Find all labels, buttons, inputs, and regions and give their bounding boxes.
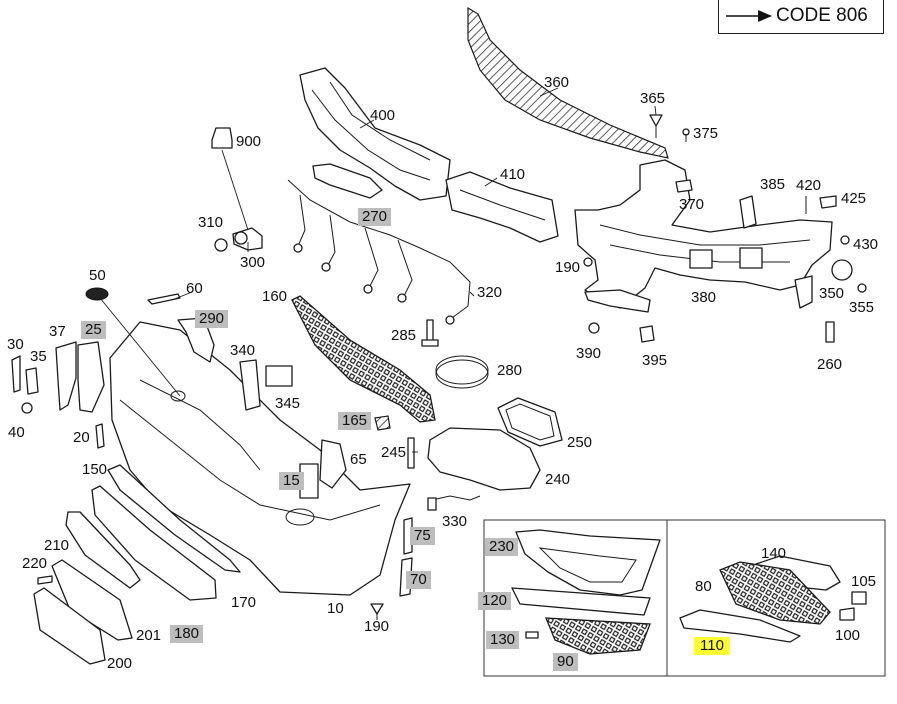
label-100: 100 — [835, 627, 861, 644]
arrow-right-icon — [726, 10, 772, 22]
part-285-clip — [421, 319, 439, 347]
label-345: 345 — [275, 395, 301, 412]
label-200: 200 — [107, 655, 133, 672]
part-320-harness — [287, 179, 471, 325]
part-360-upper-bracket — [467, 6, 669, 159]
part-250-frame — [497, 397, 563, 447]
part-280-hose — [435, 355, 489, 389]
label-170: 170 — [231, 594, 257, 611]
label-30: 30 — [7, 336, 24, 353]
label-90: 90 — [553, 653, 578, 671]
label-75: 75 — [410, 527, 435, 545]
label-70: 70 — [406, 571, 431, 589]
label-180: 180 — [170, 625, 204, 643]
mid-small-parts — [299, 415, 415, 499]
label-245: 245 — [381, 444, 407, 461]
label-300: 300 — [240, 254, 266, 271]
label-375: 375 — [693, 125, 719, 142]
small-fasteners — [583, 114, 867, 343]
label-320: 320 — [477, 284, 503, 301]
label-250: 250 — [567, 434, 593, 451]
code-806-box: CODE 806 — [718, 0, 884, 34]
label-425: 425 — [841, 190, 867, 207]
label-270: 270 — [358, 208, 392, 226]
part-310-ring — [214, 238, 228, 252]
label-210: 210 — [44, 537, 70, 554]
label-385: 385 — [760, 176, 786, 193]
label-120: 120 — [478, 592, 512, 610]
lower-strips — [33, 464, 241, 665]
code-806-label: CODE 806 — [776, 5, 868, 26]
label-280: 280 — [497, 362, 523, 379]
label-160: 160 — [262, 288, 288, 305]
label-360: 360 — [544, 74, 570, 91]
label-15: 15 — [279, 472, 304, 490]
label-350: 350 — [819, 285, 845, 302]
inset-parts-right — [679, 555, 867, 643]
label-110: 110 — [694, 637, 730, 655]
label-25: 25 — [81, 321, 106, 339]
left-small-parts — [11, 287, 215, 449]
part-160-grille — [291, 295, 436, 423]
label-140: 140 — [761, 545, 787, 562]
label-20: 20 — [73, 429, 90, 446]
part-410-absorber — [445, 171, 559, 243]
leader-lines — [171, 87, 657, 453]
part-270-strip — [312, 163, 383, 199]
label-50: 50 — [89, 267, 106, 284]
label-230: 230 — [485, 538, 519, 556]
label-370: 370 — [679, 196, 705, 213]
part-900-plug — [211, 127, 249, 231]
label-340: 340 — [230, 342, 256, 359]
label-65: 65 — [350, 451, 367, 468]
label-390: 390 — [576, 345, 602, 362]
label-60: 60 — [186, 280, 203, 297]
label-40: 40 — [8, 424, 25, 441]
label-190-top: 190 — [555, 259, 581, 276]
part-345-sensor — [265, 365, 293, 387]
part-380-carrier — [574, 159, 833, 313]
label-240: 240 — [545, 471, 571, 488]
label-900: 900 — [236, 133, 262, 150]
label-260: 260 — [817, 356, 843, 373]
label-130: 130 — [486, 631, 520, 649]
label-201: 201 — [136, 627, 162, 644]
label-37: 37 — [49, 323, 66, 340]
label-105: 105 — [851, 573, 877, 590]
label-310: 310 — [198, 214, 224, 231]
label-290: 290 — [195, 310, 229, 328]
label-395: 395 — [642, 352, 668, 369]
part-400-absorber — [299, 67, 451, 201]
label-220: 220 — [22, 555, 48, 572]
label-410: 410 — [500, 166, 526, 183]
label-10: 10 — [327, 600, 344, 617]
label-430: 430 — [853, 236, 879, 253]
label-330: 330 — [442, 513, 468, 530]
label-35: 35 — [30, 348, 47, 365]
label-365: 365 — [640, 90, 666, 107]
label-190-bottom: 190 — [364, 618, 390, 635]
part-240-housing — [427, 427, 541, 491]
label-355: 355 — [849, 299, 875, 316]
label-400: 400 — [370, 107, 396, 124]
part-300-sensor — [232, 227, 263, 251]
label-150: 150 — [82, 461, 108, 478]
part-340-bracket — [239, 359, 261, 411]
inset-parts-left — [511, 529, 661, 655]
label-165: 165 — [338, 412, 372, 430]
label-420: 420 — [796, 177, 822, 194]
label-80: 80 — [695, 578, 712, 595]
label-380: 380 — [691, 289, 717, 306]
label-285: 285 — [391, 327, 417, 344]
